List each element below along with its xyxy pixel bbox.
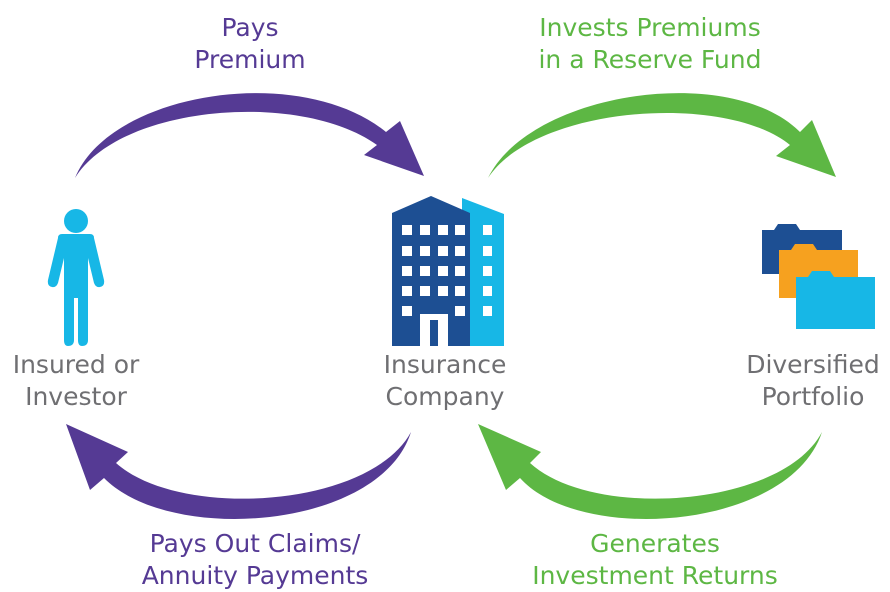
node-portfolio-label: Diversified Portfolio (738, 349, 888, 413)
node-company-line1: Insurance (383, 350, 507, 379)
arrow-pays-out-claims (66, 424, 411, 519)
node-portfolio-line1: Diversified (746, 350, 880, 379)
arrow-generates-returns (478, 424, 822, 519)
node-insured-line1: Insured or (12, 350, 140, 379)
node-insured-line2: Investor (25, 382, 127, 411)
building-icon (392, 196, 504, 346)
node-company-label: Insurance Company (370, 349, 520, 413)
label-invests-premiums: Invests Premiums in a Reserve Fund (500, 12, 800, 76)
arrow-pays-premium (75, 93, 424, 178)
label-pays-out-claims-line2: Annuity Payments (141, 561, 369, 590)
node-portfolio-line2: Portfolio (761, 382, 865, 411)
folders-icon (762, 224, 875, 329)
person-icon (47, 209, 105, 346)
label-generates-returns: Generates Investment Returns (505, 528, 805, 592)
label-invests-premiums-line2: in a Reserve Fund (538, 45, 762, 74)
label-pays-premium-line1: Pays (221, 13, 279, 42)
label-invests-premiums-line1: Invests Premiums (539, 13, 761, 42)
label-pays-premium: Pays Premium (160, 12, 340, 76)
label-pays-out-claims-line1: Pays Out Claims/ (149, 529, 361, 558)
node-insured-label: Insured or Investor (0, 349, 152, 413)
node-company-line2: Company (385, 382, 505, 411)
label-pays-premium-line2: Premium (194, 45, 306, 74)
arrow-invests-premiums (488, 93, 836, 178)
label-generates-returns-line1: Generates (590, 529, 720, 558)
label-generates-returns-line2: Investment Returns (532, 561, 778, 590)
label-pays-out-claims: Pays Out Claims/ Annuity Payments (110, 528, 400, 592)
